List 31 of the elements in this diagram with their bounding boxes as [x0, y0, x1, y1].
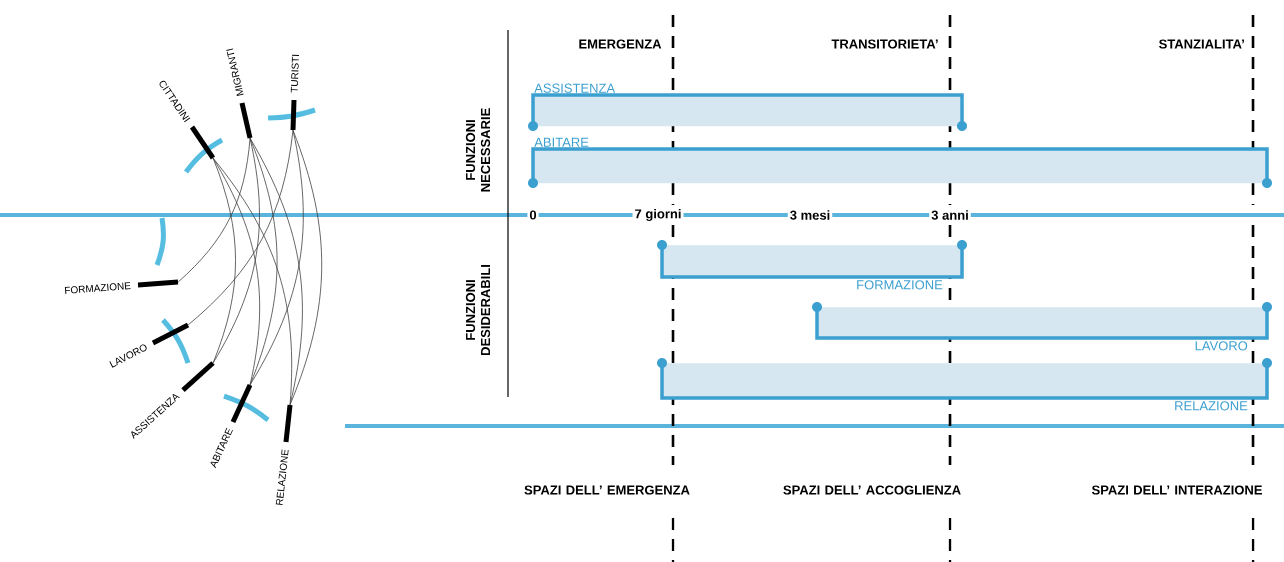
node-label: RELAZIONE: [1175, 401, 1248, 411]
row-heading: FUNZIONI DESIDERABILI: [465, 265, 491, 355]
space-label: SPAZI DELL’ EMERGENZA: [524, 485, 690, 495]
node-label: LAVORO: [1195, 341, 1248, 351]
connector-line: [212, 157, 293, 406]
connector-line: [289, 129, 323, 406]
node-label: ASSISTENZA: [534, 83, 616, 93]
connector-line: [177, 137, 251, 283]
axis-tick-label: 7 giorni: [632, 206, 684, 224]
phase-heading: EMERGENZA: [579, 39, 662, 49]
space-label: SPAZI DELL’ ACCOGLIENZA: [783, 485, 961, 495]
stub-label: TURISTI: [290, 54, 299, 131]
stub-label: FORMAZIONE: [64, 279, 179, 294]
stub-label: RELAZIONE: [275, 404, 293, 506]
phase-heading: STANZIALITA’: [1159, 39, 1244, 49]
row-heading: FUNZIONI NECESSARIE: [465, 108, 491, 192]
axis-tick-label: 3 mesi: [787, 208, 833, 222]
time-bar: ASSISTENZA: [528, 83, 967, 131]
time-bar: RELAZIONE: [657, 358, 1272, 411]
axis-tick-label: 0: [527, 208, 539, 222]
node-label: FORMAZIONE: [857, 280, 943, 290]
connector-line: [249, 137, 278, 386]
time-bar: ABITARE: [528, 137, 1272, 188]
node-label: ABITARE: [534, 137, 589, 147]
connector-line: [187, 129, 294, 326]
axis-tick-label: 3 anni: [929, 208, 971, 222]
connector-line: [212, 157, 236, 364]
time-bar: FORMAZIONE: [657, 240, 967, 290]
time-bar: LAVORO: [812, 302, 1272, 351]
space-label: SPAZI DELL’ INTERAZIONE: [1091, 485, 1262, 495]
phase-heading: TRANSITORIETA’: [831, 39, 938, 49]
